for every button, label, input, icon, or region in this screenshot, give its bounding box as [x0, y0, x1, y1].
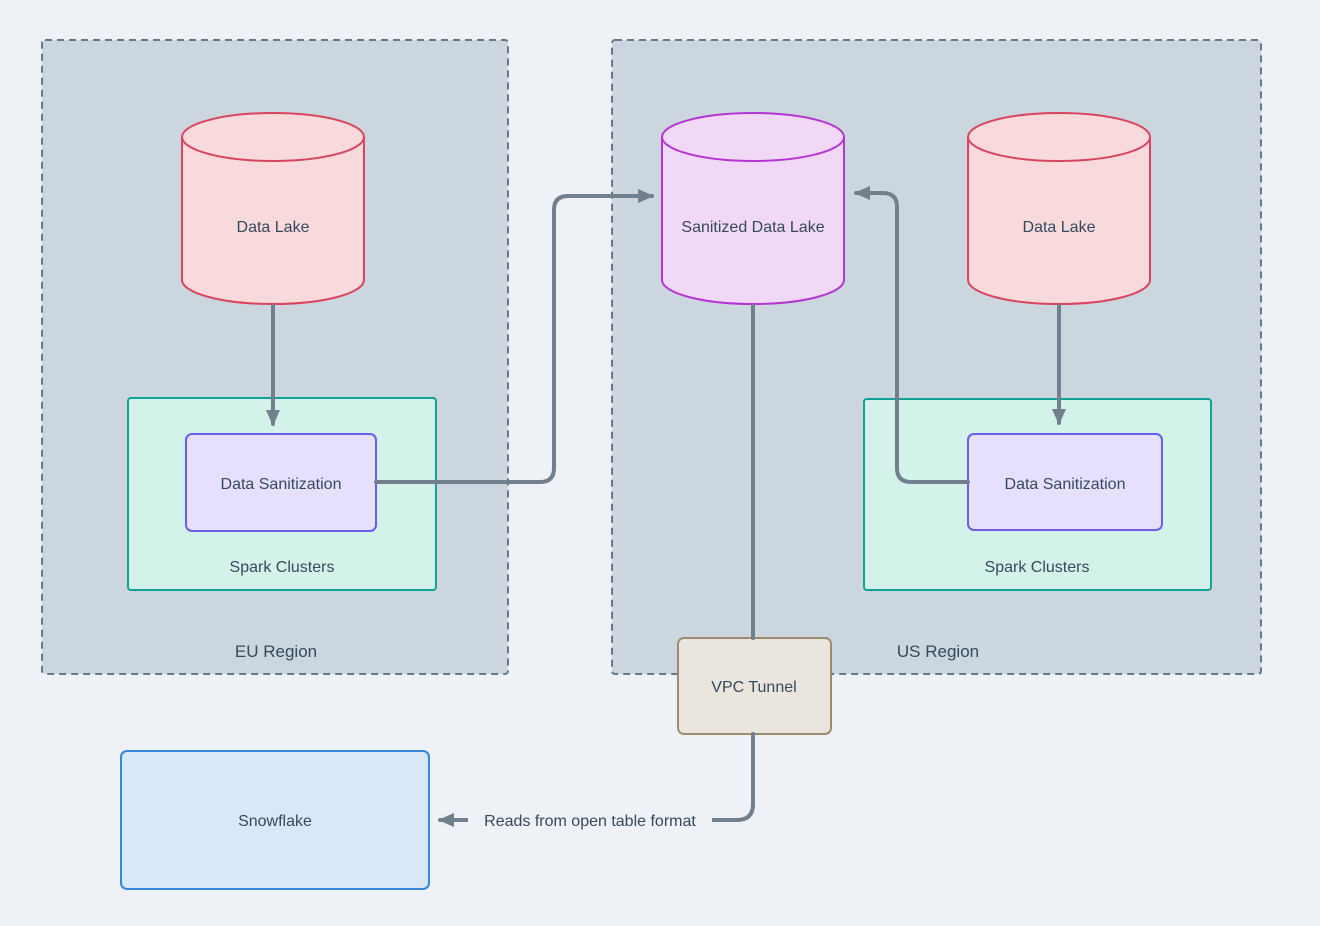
eu-region-label: EU Region [235, 642, 317, 661]
edge-vpc-to-snowflake [438, 732, 755, 827]
snowflake-label: Snowflake [238, 813, 312, 830]
eu-spark-clusters-label: Spark Clusters [230, 559, 335, 576]
eu-data-lake-label: Data Lake [237, 219, 310, 236]
edge-label-reads-from-open-table-format: Reads from open table format [484, 813, 696, 830]
sanitized-data-lake-cylinder [661, 112, 845, 305]
us-data-lake-cylinder [967, 112, 1151, 305]
edge-eu-sanitization-to-sanitized-lake [374, 189, 654, 484]
snowflake-box [120, 750, 430, 890]
us-region-label: US Region [897, 642, 979, 661]
edge-us-sanitization-to-sanitized-lake [854, 186, 970, 484]
eu-data-sanitization-label: Data Sanitization [221, 476, 342, 493]
us-data-sanitization-label: Data Sanitization [1005, 476, 1126, 493]
edge-label-background [468, 806, 712, 834]
us-spark-clusters-label: Spark Clusters [985, 559, 1090, 576]
eu-data-lake-cylinder [181, 112, 365, 305]
sanitized-data-lake-label: Sanitized Data Lake [681, 219, 824, 236]
us-data-lake-label: Data Lake [1023, 219, 1096, 236]
vpc-tunnel-label: VPC Tunnel [711, 679, 796, 696]
